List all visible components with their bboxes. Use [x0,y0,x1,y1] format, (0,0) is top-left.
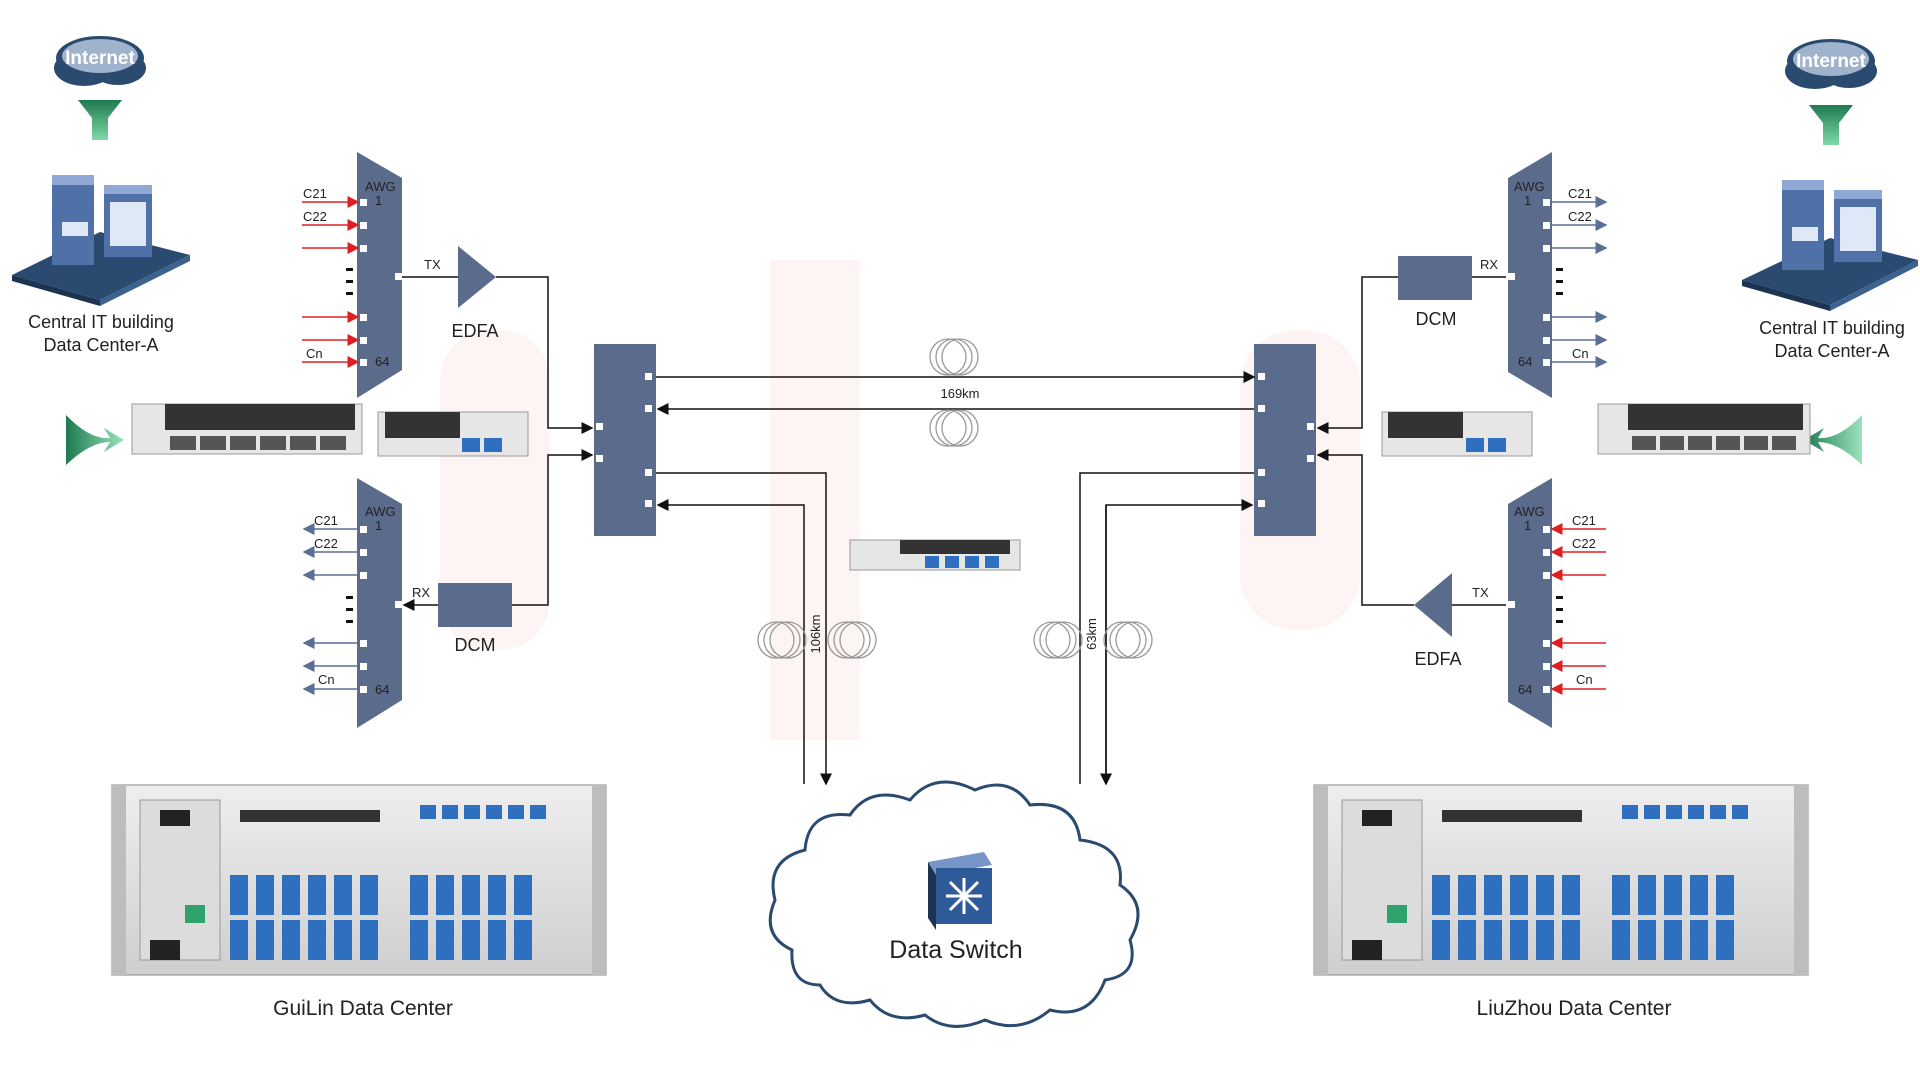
building-icon [12,175,190,306]
svg-text:64: 64 [1518,682,1532,697]
svg-text:C22: C22 [314,536,338,551]
switch-label: Data Switch [889,936,1022,964]
svg-text:1: 1 [1524,518,1531,533]
svg-text:AWG: AWG [365,504,396,519]
svg-text:64: 64 [375,354,389,369]
awg-demux-right: AWG 1 64 [1508,152,1563,398]
svg-text:64: 64 [375,682,389,697]
tx-input-arrows-left [302,196,360,368]
awg-demux-left: AWG 1 64 [346,478,402,728]
svg-text:C21: C21 [1568,186,1592,201]
svg-text:C21: C21 [1572,513,1596,528]
transponder-card [1597,403,1811,455]
datacenter-right-label: LiuZhou Data Center [1477,997,1672,1020]
switch-icon [928,852,992,930]
dcm-label-left: DCM [455,635,496,655]
dwdm-chassis-left [111,784,607,976]
svg-text:C21: C21 [303,186,327,201]
svg-text:Cn: Cn [318,672,335,687]
watermark [440,260,1360,740]
oadm-node-right [1254,344,1316,536]
awg-mux-right: AWG 1 64 [1508,478,1563,728]
down-arrow-icon [1809,105,1853,145]
edfa-amplifier-left [458,246,496,308]
svg-text:1: 1 [375,518,382,533]
tx-label-right: TX [1472,585,1489,600]
fiber-spool-icon [757,621,877,659]
tx-label-left: TX [424,257,441,272]
dcm-module-right [1398,256,1472,300]
distance-right-drop: 63km [1084,618,1099,650]
edfa-label-right: EDFA [1414,649,1461,669]
line-card [377,411,529,457]
dwdm-chassis-right [1313,784,1809,976]
data-switch-cloud: Data Switch [768,780,1140,1028]
distance-center: 169km [940,386,979,401]
internet-cloud-right: Internet [1785,39,1877,89]
svg-text:C21: C21 [314,513,338,528]
fiber-spool-icon [1033,621,1153,659]
datacenter-left-label: GuiLin Data Center [273,997,453,1020]
edfa-amplifier-right [1414,573,1452,637]
distance-left-drop: 106km [808,614,823,653]
svg-text:64: 64 [1518,354,1532,369]
building-left-line2: Data Center-A [43,335,158,355]
transponder-card [131,403,363,455]
svg-text:Cn: Cn [1572,346,1589,361]
internet-label: Internet [65,48,135,69]
svg-text:1: 1 [1524,193,1531,208]
right-arrow-icon [66,415,124,465]
tx-input-arrows-right [1550,523,1606,695]
rx-label-right: RX [1480,257,1498,272]
svg-text:Cn: Cn [1576,672,1593,687]
edfa-label-left: EDFA [451,321,498,341]
rx-output-arrows-right [1550,196,1608,368]
building-left-line1: Central IT building [28,312,174,332]
building-right-line2: Data Center-A [1774,341,1889,361]
rx-label-left: RX [412,585,430,600]
internet-label-right: Internet [1796,51,1866,72]
awg-mux-left: AWG 1 64 [346,152,402,398]
dcm-label-right: DCM [1416,309,1457,329]
svg-text:AWG: AWG [365,179,396,194]
left-arrow-icon [1804,415,1862,465]
svg-text:Cn: Cn [306,346,323,361]
svg-text:AWG: AWG [1514,179,1545,194]
internet-cloud-left: Internet [54,36,146,86]
fiber-spool-icon [929,338,979,447]
building-icon [1742,180,1918,311]
dcm-module-left [438,583,512,627]
down-arrow-icon [78,100,122,140]
oadm-node-left [594,344,656,536]
svg-text:C22: C22 [1572,536,1596,551]
svg-text:C22: C22 [1568,209,1592,224]
svg-text:1: 1 [375,193,382,208]
building-right-line1: Central IT building [1759,318,1905,338]
oadm-card [849,539,1021,571]
rx-output-arrows-left [302,523,358,695]
svg-text:AWG: AWG [1514,504,1545,519]
svg-text:C22: C22 [303,209,327,224]
line-card [1381,411,1533,457]
